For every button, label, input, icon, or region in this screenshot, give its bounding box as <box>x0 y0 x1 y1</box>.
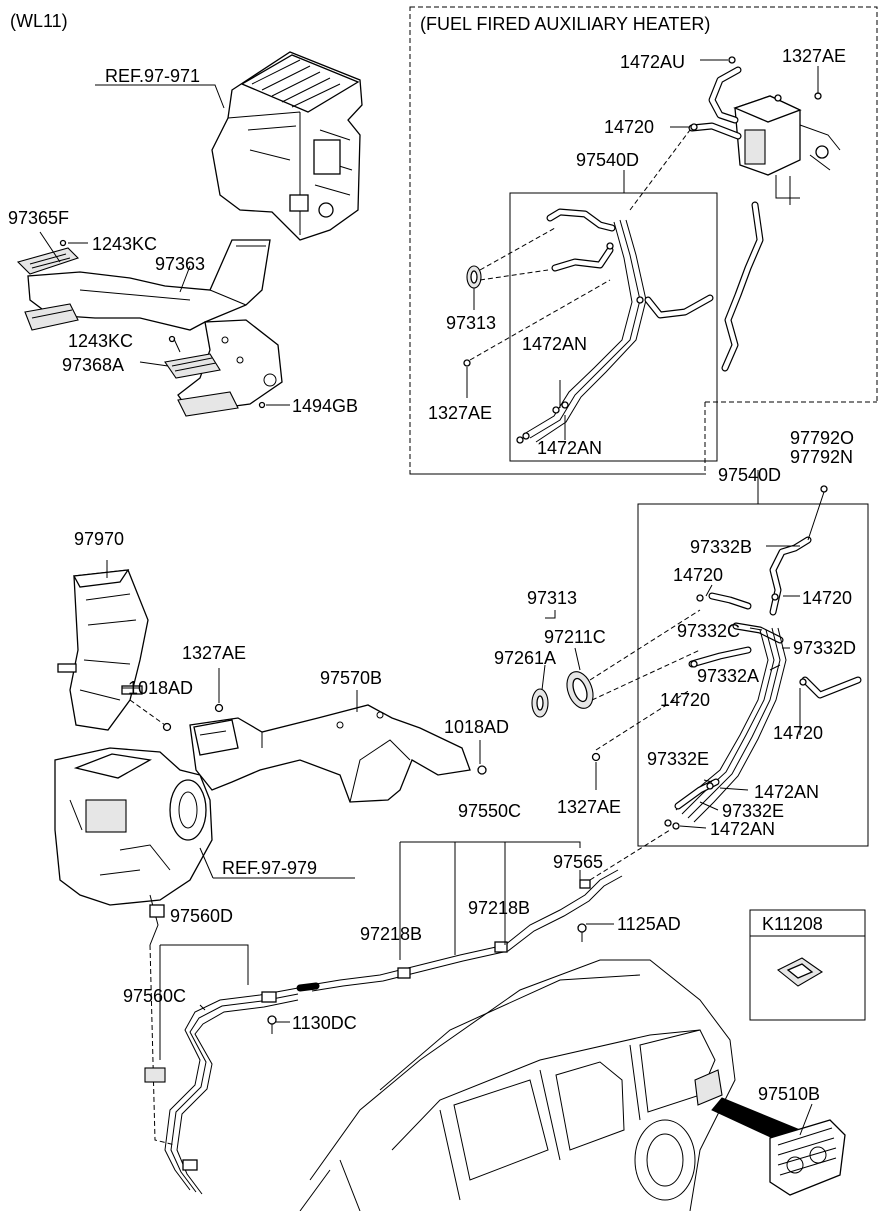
label-97792N: 97792N <box>790 447 853 467</box>
bolt-1327AE-mid <box>214 703 224 713</box>
rear-duct-grille-97365F <box>16 247 80 275</box>
label-97332D: 97332D <box>793 638 856 658</box>
label-1494GB: 1494GB <box>292 396 358 416</box>
aux-pipe-assembly <box>516 208 714 444</box>
label-ref-97-971: REF.97-971 <box>105 66 200 86</box>
label-97570B: 97570B <box>320 668 382 688</box>
label-97261A: 97261A <box>494 648 556 668</box>
label-97365F: 97365F <box>8 208 69 228</box>
label-97313-mid: 97313 <box>527 588 577 608</box>
aux-heater-dashed-frame <box>409 6 878 475</box>
heater-unit-ref-979 <box>54 747 213 946</box>
label-14720-r2: 14720 <box>802 588 852 608</box>
label-1327AE-left: 1327AE <box>428 403 492 423</box>
label-1472AN-a: 1472AN <box>522 334 587 354</box>
label-97332E-b: 97332E <box>722 801 784 821</box>
heater-unit-ref-971 <box>211 51 363 241</box>
rear-duct-grille-lower <box>24 303 79 331</box>
label-14720-r3: 14720 <box>660 690 710 710</box>
label-97550C: 97550C <box>458 801 521 821</box>
leader-lines <box>39 59 819 1136</box>
label-1125AD: 1125AD <box>617 914 681 934</box>
label-14720-r1: 14720 <box>673 565 723 585</box>
label-97332B: 97332B <box>690 537 752 557</box>
label-97540D-top: 97540D <box>576 150 639 170</box>
duct-97970 <box>57 569 149 731</box>
label-97510B: 97510B <box>758 1084 820 1104</box>
label-97218B-a: 97218B <box>468 898 530 918</box>
vent-grille-97510B <box>769 1119 846 1196</box>
label-97565: 97565 <box>553 852 603 872</box>
label-1243KC-b: 1243KC <box>68 331 133 351</box>
label-1472AU: 1472AU <box>620 52 685 72</box>
outer-pipe-box-97540D <box>637 503 869 847</box>
rear-duct-grille-right <box>177 391 239 417</box>
label-97560D: 97560D <box>170 906 233 926</box>
k11208-clip-icon <box>776 957 824 987</box>
label-97218B-b: 97218B <box>360 924 422 944</box>
label-97368A: 97368A <box>62 355 124 375</box>
right-pipe-assembly <box>664 485 862 830</box>
label-97332A: 97332A <box>697 666 759 686</box>
label-97792O: 97792O <box>790 428 854 448</box>
aux-heater-hoses <box>688 56 822 372</box>
pipe-assembly-97550C <box>296 869 623 992</box>
screw-1018AD-right <box>477 765 487 775</box>
bolt-1327AE-right <box>591 752 601 762</box>
bolt-1130DC <box>267 1015 277 1025</box>
aux-heater-title: (FUEL FIRED AUXILIARY HEATER) <box>420 14 710 34</box>
label-1327AE-top: 1327AE <box>782 46 846 66</box>
rear-duct-grille-97368A <box>164 353 221 379</box>
label-97560C: 97560C <box>123 986 186 1006</box>
label-97332C: 97332C <box>677 621 740 641</box>
label-1327AE-right: 1327AE <box>557 797 621 817</box>
label-1018AD-a: 1018AD <box>128 678 193 698</box>
label-1018AD-b: 1018AD <box>444 717 509 737</box>
label-1472AN-d: 1472AN <box>710 819 775 839</box>
bolt-1327AE-left <box>463 359 471 367</box>
label-ref-97-979: REF.97-979 <box>222 858 317 878</box>
label-14720-top: 14720 <box>604 117 654 137</box>
grommet-97211C <box>566 671 594 709</box>
label-14720-r4: 14720 <box>773 723 823 743</box>
label-97211C: 97211C <box>544 627 606 647</box>
inner-pipe-box-97540D <box>509 192 718 462</box>
label-1130DC: 1130DC <box>292 1013 357 1033</box>
duct-97570B <box>189 704 471 803</box>
label-97332E-a: 97332E <box>647 749 709 769</box>
grommet-97261A <box>531 688 549 718</box>
bolt-1125AD <box>577 923 587 933</box>
label-1472AN-c: 1472AN <box>754 782 819 802</box>
model-code: (WL11) <box>10 11 68 31</box>
screw-1018AD-left <box>162 722 172 732</box>
aux-heater-unit <box>733 95 841 205</box>
grommet-97313-left <box>466 265 482 289</box>
k11208-box <box>749 909 866 1021</box>
fasteners-top-left <box>59 239 266 409</box>
label-97313-left: 97313 <box>446 313 496 333</box>
label-1327AE-mid: 1327AE <box>182 643 246 663</box>
label-1472AN-b: 1472AN <box>537 438 602 458</box>
label-97540D-right: 97540D <box>718 465 781 485</box>
vehicle-outline <box>299 959 801 1211</box>
label-97970: 97970 <box>74 529 124 549</box>
label-1243KC-a: 1243KC <box>92 234 157 254</box>
pipe-assembly-97560D <box>144 944 299 1195</box>
floor-duct-97363 <box>27 239 283 413</box>
label-k11208: K11208 <box>762 914 823 934</box>
label-97363: 97363 <box>155 254 205 274</box>
